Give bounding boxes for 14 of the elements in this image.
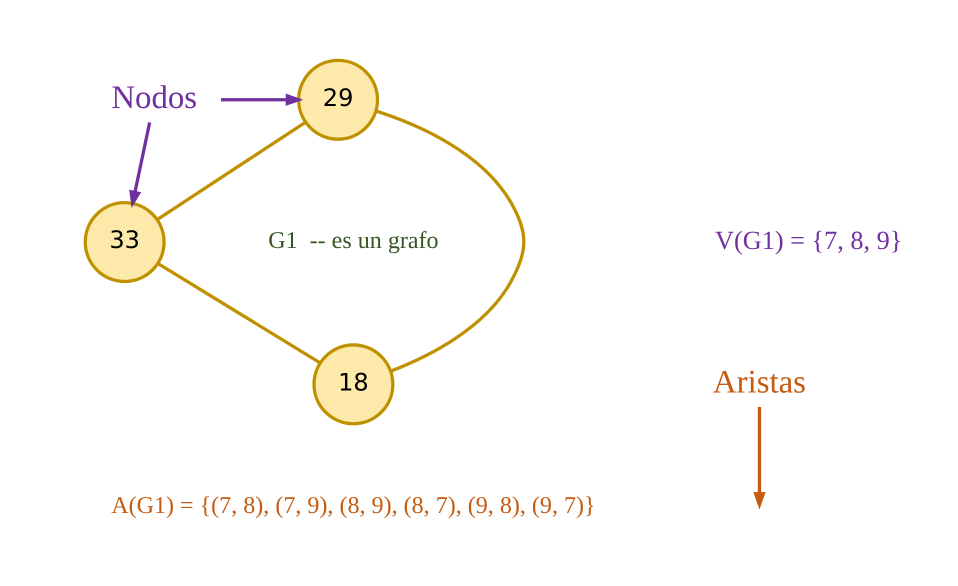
connector (376, 108, 526, 372)
label: V(G1) = {7, 8, 9} (715, 225, 902, 254)
node-circle: 33 (84, 200, 166, 283)
connector (157, 262, 321, 364)
arrow (129, 122, 152, 208)
arrow (221, 93, 304, 106)
connector (156, 120, 306, 220)
node-circle: 29 (297, 58, 380, 140)
arrow (753, 406, 766, 510)
label: G1 -- es un grafo (268, 228, 439, 254)
node-text: Nodos (111, 79, 198, 116)
label: A(G1) = {(7, 8), (7, 9), (8, 9), (8, 7), (9, 8), (9, 7)} (111, 492, 596, 519)
node-text: Aristas (712, 364, 806, 400)
node-circle: 18 (312, 342, 394, 425)
